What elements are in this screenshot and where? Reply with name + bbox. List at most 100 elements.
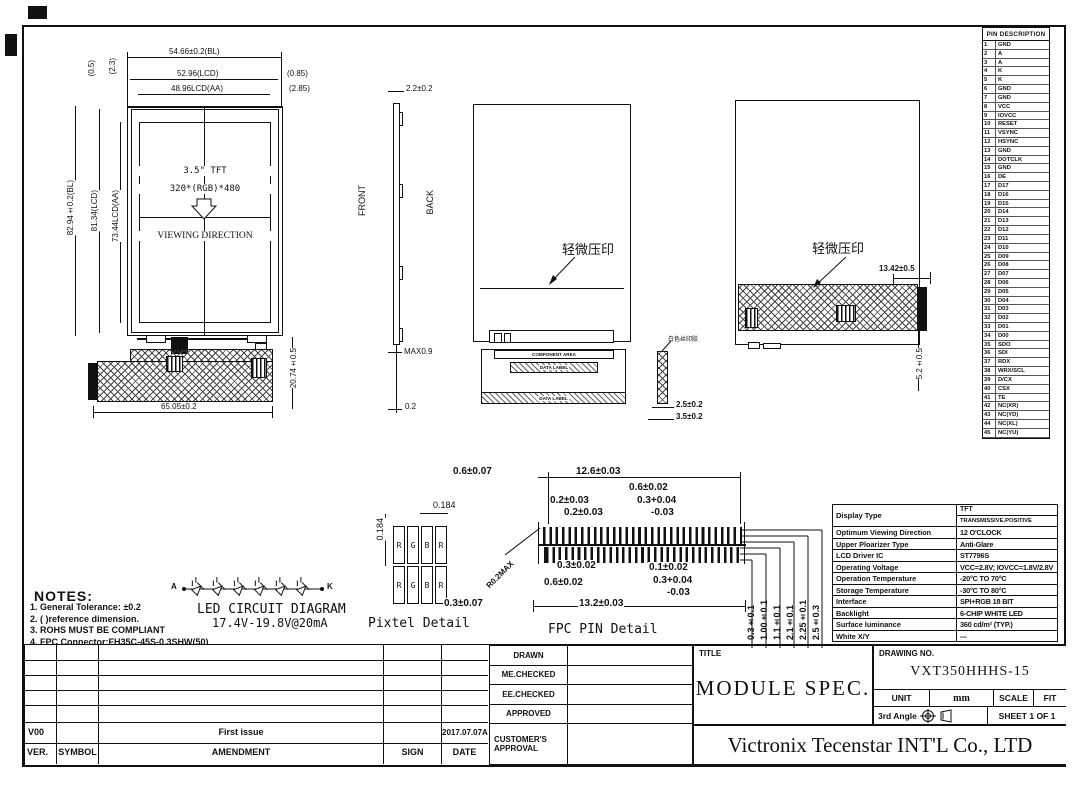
active-area-outline [139, 122, 271, 323]
notes-title: NOTES: [34, 588, 93, 604]
note-item: 1. General Tolerance: ±0.2 [30, 602, 141, 612]
pin-number: 37 [983, 358, 996, 368]
subpixel-cell: R [435, 566, 447, 604]
dim-label: 54.66±0.2(BL) [168, 47, 221, 57]
connector-detail [836, 305, 856, 322]
pin-name: D16 [996, 191, 1049, 200]
pin-name: DOTCLK [996, 156, 1049, 165]
pin-number: 38 [983, 367, 996, 376]
pin-name: NC(YU) [996, 429, 1049, 438]
pin-number: 34 [983, 331, 996, 341]
emboss-label: 轻微压印 [812, 238, 865, 257]
spec-value: --- [957, 629, 1057, 642]
label-area: DATA LABEL [510, 362, 598, 373]
fpc-connector [917, 287, 927, 331]
component-area-label: COMPONENT AREA [532, 352, 576, 357]
subpixel-cell: R [393, 566, 405, 604]
pin-name: D10 [996, 244, 1049, 253]
spec-value: 12 O'CLOCK [957, 526, 1057, 538]
approval-label: ME.CHECKED [490, 665, 568, 685]
pin-number: 24 [983, 243, 996, 253]
spec-value: ST7796S [957, 549, 1057, 561]
pin-number: 32 [983, 314, 996, 323]
dim-label: 13.2±0.03 [578, 598, 625, 609]
dim-label: (2.85) [288, 84, 311, 94]
pin-name: GND [996, 41, 1049, 50]
fpc-fold [738, 284, 918, 331]
lcd-outline [131, 109, 279, 333]
pin-name: D03 [996, 305, 1049, 315]
dim-label: 0.6±0.07 [452, 466, 493, 477]
pin-name: WRX/SCL [996, 367, 1049, 376]
spec-value: Anti-Glare [957, 537, 1057, 550]
fpc-detail-caption: FPC PIN Detail [548, 622, 658, 637]
pin-name: SDO [996, 341, 1049, 350]
pin-number: 39 [983, 375, 996, 385]
pin-name: VCC [996, 103, 1049, 112]
company-cell: Victronix Tecenstar INT'L Co., LTD [692, 724, 1066, 764]
pin-number: 22 [983, 226, 996, 235]
spec-value: 6-CHIP WHITE LED [957, 606, 1057, 619]
subpixel-cell: B [421, 566, 433, 604]
dim-label: 0.184 [432, 500, 457, 510]
dim-label: 2.2±0.2 [405, 84, 434, 94]
silkscreen-label: 白色丝印胶 [668, 334, 699, 343]
spec-value: -30°C TO 80°C [957, 583, 1057, 596]
spec-label: Surface luminance [833, 618, 957, 630]
pin-number: 7 [983, 93, 996, 103]
company-name: Victronix Tecenstar INT'L Co., LTD [727, 732, 1033, 757]
dim-label: 0.2±0.03 [549, 495, 590, 506]
pin-number: 45 [983, 428, 996, 438]
pin-name: K [996, 67, 1049, 77]
pin-name: HSYNC [996, 138, 1049, 147]
led-anode-label: A [171, 582, 177, 591]
emboss-line [480, 288, 624, 289]
pin-number: 3 [983, 58, 996, 68]
pin-name: D14 [996, 208, 1049, 218]
pin-number: 23 [983, 234, 996, 244]
pin-name: VSYNC [996, 129, 1049, 138]
pixel-detail-caption: Pixtel Detail [368, 616, 470, 631]
approval-value [568, 685, 692, 705]
pin-name: D01 [996, 323, 1049, 332]
module-outline-bl [127, 106, 283, 336]
spec-label: Upper Ploarizer Type [833, 537, 957, 549]
dim-label: 65.05±0.2 [160, 402, 198, 412]
amend-header-amendment: AMENDMENT [211, 747, 271, 757]
pin-number: 25 [983, 252, 996, 262]
sheet-label: SHEET 1 OF 1 [998, 710, 1056, 721]
pin-name: CSX [996, 385, 1049, 394]
connector-detail [251, 358, 267, 378]
amendment-table: V00 First issue 2017.07.07A VER. SYMBOL … [24, 644, 490, 766]
dim-label: 52.96(LCD) [176, 69, 220, 79]
pin-name: NC(XR) [996, 402, 1049, 412]
fpc-connector [88, 363, 98, 400]
pin-name: D00 [996, 332, 1049, 341]
revision-amendment: First issue [218, 727, 264, 737]
dim-label: 0.6±0.02 [543, 577, 584, 588]
projection-sheet-row: 3rd Angle SHEET 1 OF 1 [874, 707, 1066, 724]
pin-name: D12 [996, 226, 1049, 235]
spec-rows: Optimum Viewing Direction 12 O'CLOCK Upp… [833, 526, 1057, 641]
dim-label: 0.3±0.07 [443, 598, 484, 609]
spec-value: -20°C TO 70°C [957, 572, 1057, 584]
approval-label: CUSTOMER'S APPROVAL [490, 724, 568, 764]
drawing-frame [22, 25, 1066, 767]
unit-label: UNIT [874, 690, 930, 706]
pin-description-table: PIN DESCRIPTION 1 GND 2 A 3 A 4 K 5 K 6 … [982, 27, 1050, 439]
pin-number: 42 [983, 402, 996, 412]
dim-label: 0.2 [404, 402, 418, 412]
pin-number: 9 [983, 111, 996, 121]
drawing-no-label: DRAWING NO. [879, 649, 935, 658]
dim-label: 0.3+0.04 [636, 495, 678, 506]
dim-label: 0.2±0.03 [563, 507, 604, 518]
approval-label: EE.CHECKED [490, 685, 568, 705]
spec-value: 360 cd/m² (TYP.) [957, 618, 1057, 630]
pin-number: 31 [983, 305, 996, 315]
pin-name: A [996, 50, 1049, 59]
pin-name: K [996, 76, 1049, 86]
drawing-no-cell: DRAWING NO. VXT350HHHS-15 [874, 646, 1066, 690]
back-view2-outline [735, 100, 920, 345]
fpc-pins [543, 547, 742, 563]
